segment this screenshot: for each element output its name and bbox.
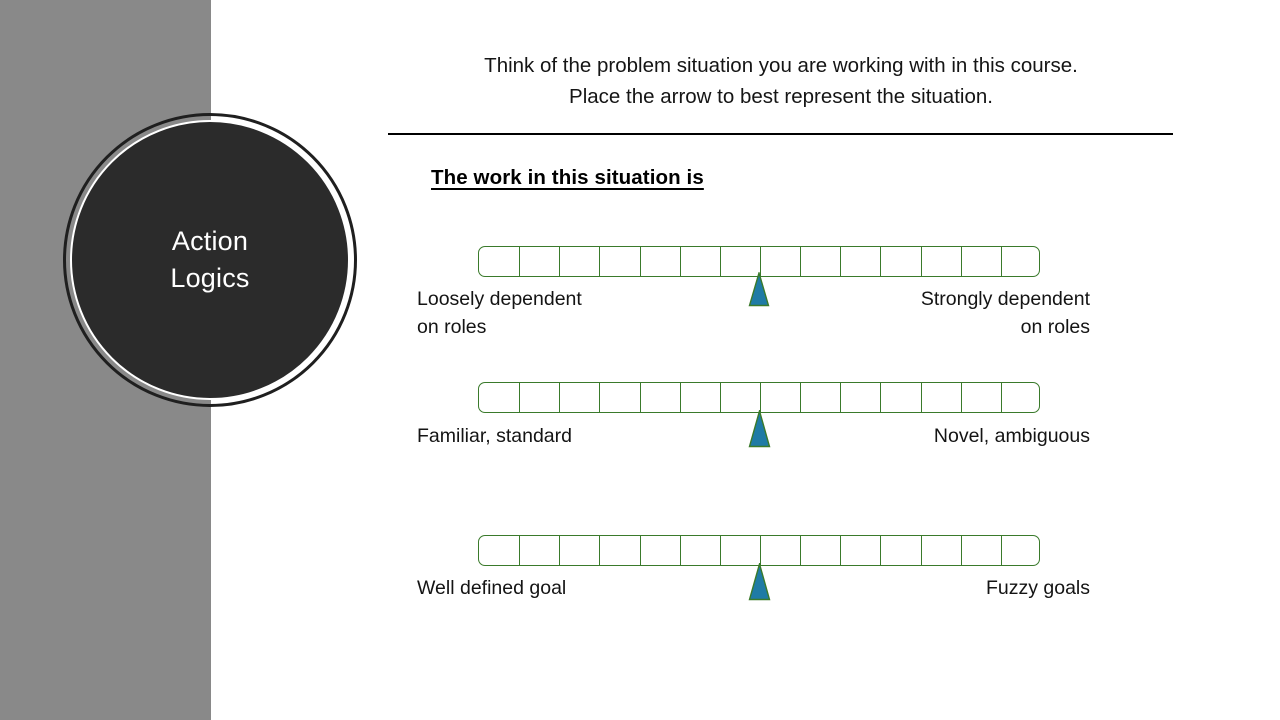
scale-label-right: Strongly dependent on roles	[920, 288, 1090, 338]
scale-label-left: Familiar, standard	[417, 425, 572, 447]
scale-tick	[599, 536, 601, 565]
arrow-up-icon	[748, 561, 770, 601]
scale-bar[interactable]	[478, 535, 1040, 566]
scale-tick	[840, 536, 842, 565]
scale-tick	[800, 383, 802, 412]
scale-arrow-marker[interactable]	[748, 408, 771, 448]
scale-tick	[920, 536, 922, 565]
scale-tick	[639, 536, 641, 565]
header-divider	[388, 133, 1173, 135]
scale-tick	[719, 383, 721, 412]
badge-outer-ring	[63, 113, 357, 407]
section-title: The work in this situation is	[431, 166, 704, 189]
badge-disc: Action Logics	[70, 120, 350, 400]
scale-tick	[1000, 247, 1002, 276]
scale-arrow-marker[interactable]	[748, 270, 770, 307]
scale-tick	[519, 536, 521, 565]
scale-label-right: Novel, ambiguous	[933, 425, 1090, 447]
scale-tick	[559, 536, 561, 565]
scale-tick	[599, 383, 601, 412]
scale-tick	[679, 247, 681, 276]
scale-tick	[719, 536, 721, 565]
scale-tick	[840, 247, 842, 276]
scale-tick	[960, 247, 962, 276]
scale-tick	[1000, 383, 1002, 412]
scale-arrow-marker[interactable]	[748, 561, 771, 601]
scale-tick	[800, 536, 802, 565]
scale-tick	[679, 383, 681, 412]
arrow-up-icon	[748, 270, 770, 307]
scale-tick	[840, 383, 842, 412]
scale-label-right: Fuzzy goals	[985, 577, 1090, 599]
scale-tick	[880, 536, 882, 565]
scale-tick	[880, 383, 882, 412]
scale-bar[interactable]	[478, 382, 1040, 413]
instruction-text: Think of the problem situation you are w…	[484, 54, 1078, 109]
scale-tick	[599, 247, 601, 276]
scale-tick	[519, 247, 521, 276]
scale-tick	[559, 383, 561, 412]
scale-label-left: Well defined goal	[417, 577, 567, 599]
scale-tick	[920, 383, 922, 412]
scale-tick	[519, 383, 521, 412]
arrow-up-icon	[748, 408, 770, 448]
scale-tick	[559, 247, 561, 276]
scale-tick	[639, 383, 641, 412]
action-logics-badge: Action Logics	[63, 113, 357, 407]
badge-label: Action Logics	[170, 225, 250, 293]
scale-tick	[800, 247, 802, 276]
scale-tick	[920, 247, 922, 276]
scale-label-left: Loosely dependent on roles	[417, 288, 582, 338]
scale-tick	[760, 383, 761, 412]
scale-tick	[960, 536, 962, 565]
scale-tick	[1000, 536, 1002, 565]
scale-tick	[760, 247, 761, 276]
scale-tick	[719, 247, 721, 276]
scale-tick	[760, 536, 761, 565]
scale-tick	[960, 383, 962, 412]
scale-tick	[679, 536, 681, 565]
scale-tick	[880, 247, 882, 276]
scale-tick	[639, 247, 641, 276]
